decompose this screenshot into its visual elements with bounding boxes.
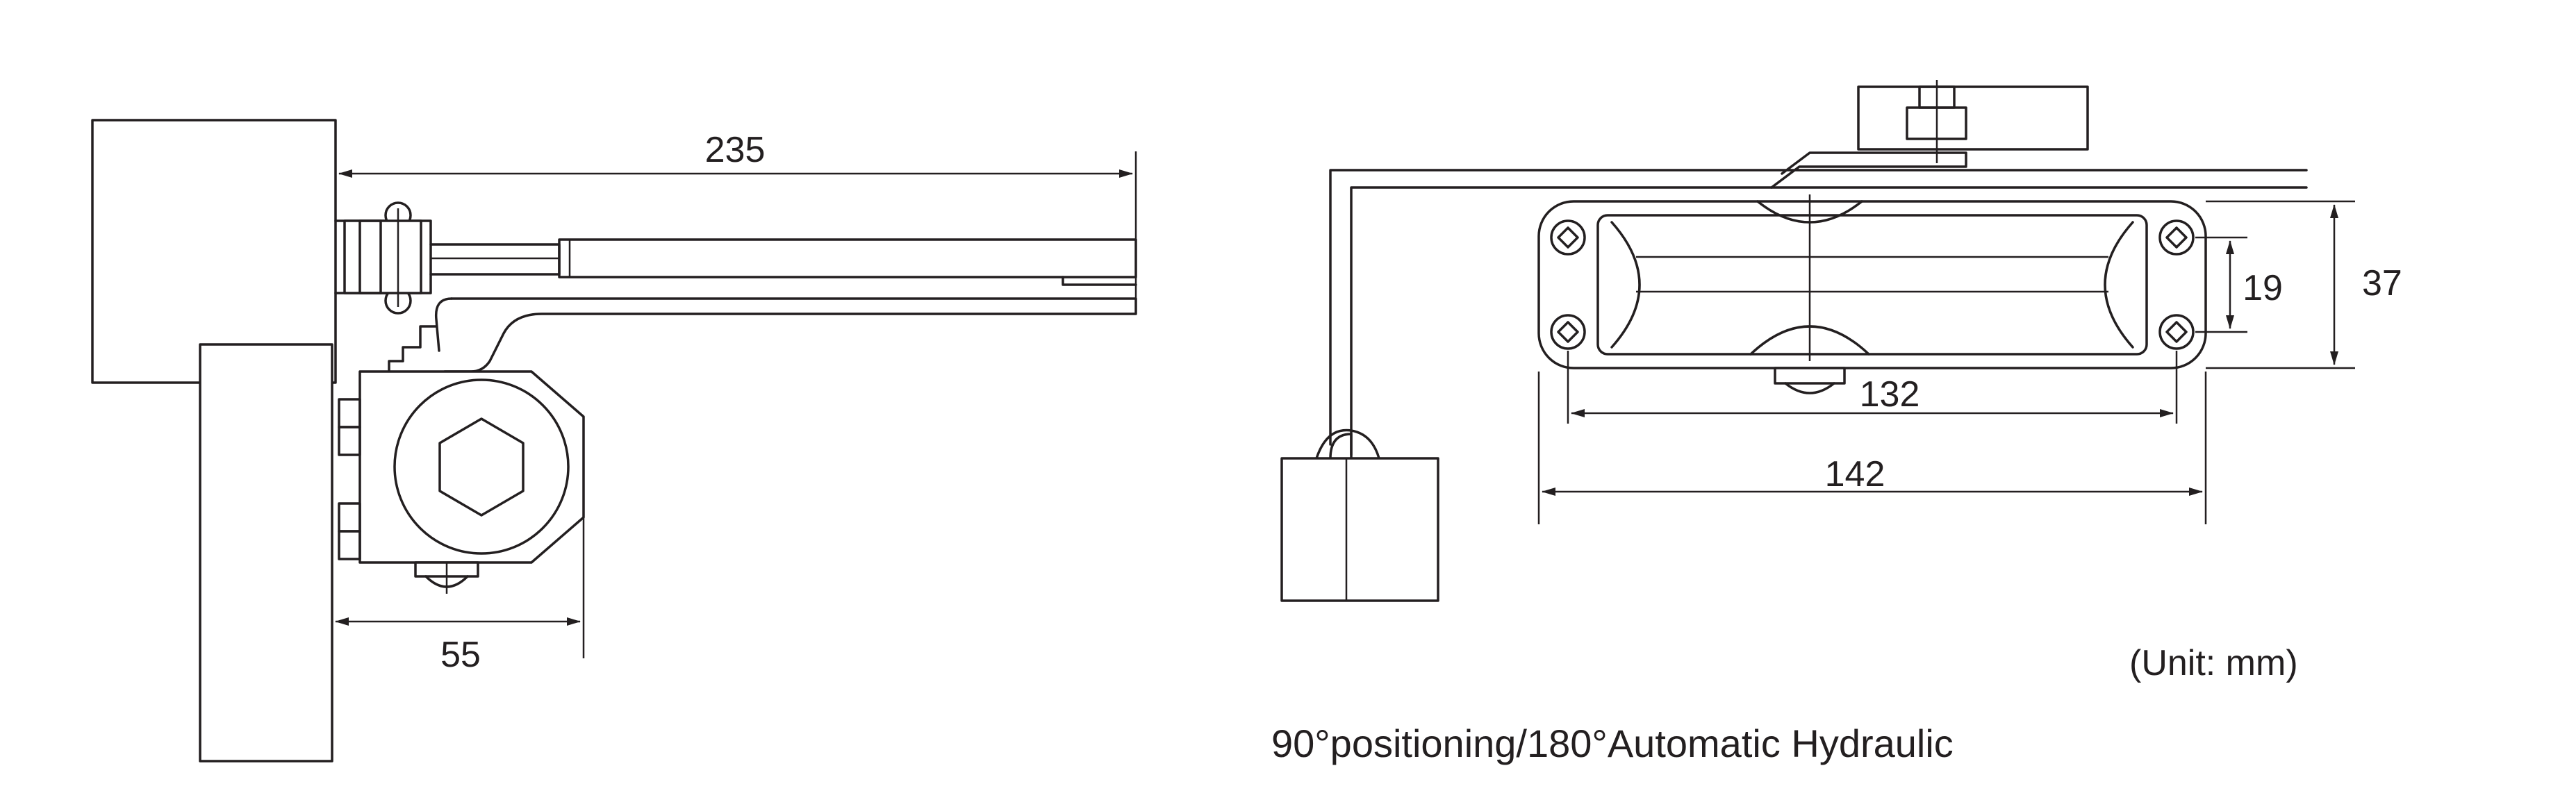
top-bracket: [1770, 80, 2089, 189]
dimension-label-37: 37: [2362, 263, 2402, 303]
dimension-235: 235: [338, 130, 1137, 309]
frame-outline: [1280, 169, 2308, 602]
forearm-link: [388, 297, 1137, 373]
dimension-19: 19: [2195, 236, 2283, 333]
dimension-55: 55: [335, 517, 585, 675]
closer-body-end-view: [338, 370, 585, 594]
front-view-drawing: 19 37 132 142: [1280, 80, 2402, 602]
dimension-132: 132: [1567, 351, 2178, 424]
dimension-label-142: 142: [1825, 454, 1885, 494]
product-caption: 90°positioning/180°Automatic Hydraulic: [1271, 722, 1954, 765]
main-arm: [334, 201, 1137, 315]
mounting-hole-bottom-left-icon: [1550, 314, 1586, 350]
dimension-label-19: 19: [2243, 268, 2283, 308]
dimension-label-55: 55: [440, 635, 481, 675]
top-view-drawing: 235: [91, 119, 1137, 762]
door-leaf-section: [199, 343, 333, 762]
dimension-label-132: 132: [1860, 374, 1920, 415]
closer-body-front-view: [1537, 194, 2207, 394]
dimension-37: 37: [2206, 200, 2402, 369]
dimension-label-235: 235: [705, 130, 766, 170]
mounting-hole-top-left-icon: [1550, 219, 1586, 256]
hex-spindle-icon: [438, 417, 525, 517]
dimension-142: 142: [1537, 372, 2207, 524]
mounting-hole-top-right-icon: [2158, 219, 2195, 256]
mounting-hole-bottom-right-icon: [2158, 314, 2195, 350]
unit-note: (Unit: mm): [2129, 643, 2298, 683]
